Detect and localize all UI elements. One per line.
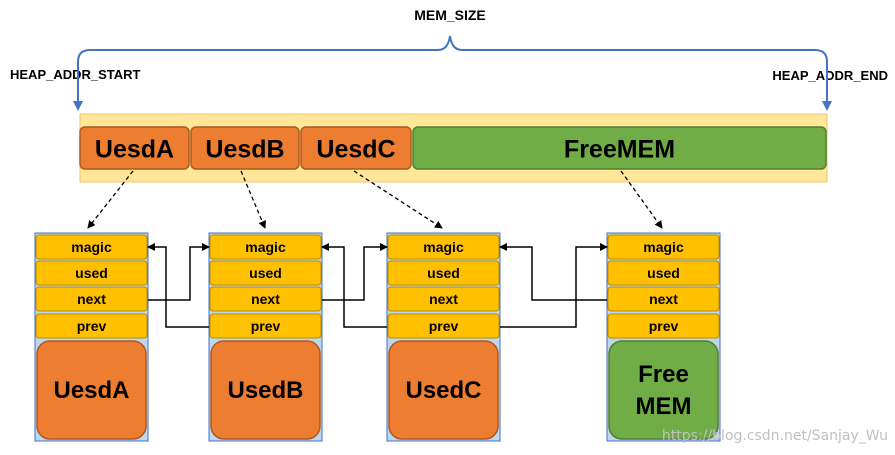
- field-next: next: [649, 291, 678, 307]
- field-next: next: [429, 291, 458, 307]
- next-link: [322, 243, 388, 301]
- heap-segment-freemem: FreeMEM: [412, 126, 827, 170]
- prev-link: [321, 243, 387, 328]
- field-prev: prev: [649, 318, 679, 334]
- block-body: [210, 340, 321, 440]
- segment-to-block-arrow: [353, 170, 443, 229]
- memory-block-uesda: magic used next prev UesdA: [34, 232, 149, 442]
- field-used: used: [249, 265, 282, 281]
- heap-segment-uesdc: UesdC: [300, 126, 412, 170]
- list-links: [147, 243, 608, 328]
- mem-size-brace: [77, 35, 828, 63]
- heap-end-label: HEAP_ADDR_END: [772, 68, 888, 83]
- heap-segment-label: UesdA: [95, 136, 174, 164]
- field-magic: magic: [423, 239, 464, 255]
- heap-segment-label: FreeMEM: [564, 136, 675, 164]
- block-body: [608, 340, 719, 440]
- block-body-label: UesdA: [53, 377, 129, 404]
- block-body: [388, 340, 499, 440]
- field-prev: prev: [77, 318, 107, 334]
- field-magic: magic: [245, 239, 286, 255]
- block-body: [36, 340, 147, 440]
- next-link: [148, 243, 210, 301]
- segment-to-block-arrow: [87, 170, 134, 229]
- mem-size-label: MEM_SIZE: [414, 7, 486, 23]
- field-used: used: [75, 265, 108, 281]
- heap-segment-uesda: UesdA: [79, 126, 190, 170]
- memory-block-usedb: magic used next prev UsedB: [208, 232, 323, 442]
- watermark: https://blog.csdn.net/Sanjay_Wu: [662, 428, 888, 444]
- heap-segment-label: UesdC: [316, 136, 395, 164]
- segment-to-block-arrow: [620, 170, 663, 229]
- block-body-label: MEM: [636, 393, 692, 420]
- heap-start-label: HEAP_ADDR_START: [10, 67, 141, 82]
- field-prev: prev: [429, 318, 459, 334]
- field-magic: magic: [71, 239, 112, 255]
- segment-to-block-arrow: [240, 170, 266, 229]
- field-prev: prev: [251, 318, 281, 334]
- heap-segment-label: UesdB: [205, 136, 284, 164]
- next-link: [499, 243, 607, 301]
- prev-link: [500, 243, 608, 328]
- memory-block-usedc: magic used next prev UsedC: [386, 232, 501, 442]
- field-next: next: [251, 291, 280, 307]
- heap-strip: UesdA UesdB UesdC FreeMEM: [79, 113, 828, 183]
- block-body-label: UsedC: [405, 377, 481, 404]
- block-body-label: UsedB: [227, 377, 303, 404]
- block-body-label: Free: [638, 361, 689, 388]
- field-magic: magic: [643, 239, 684, 255]
- memory-block-free: magic used next prev Free MEM: [606, 232, 721, 442]
- field-used: used: [647, 265, 680, 281]
- prev-link: [147, 243, 209, 328]
- heap-segment-uesdb: UesdB: [190, 126, 300, 170]
- field-next: next: [77, 291, 106, 307]
- field-used: used: [427, 265, 460, 281]
